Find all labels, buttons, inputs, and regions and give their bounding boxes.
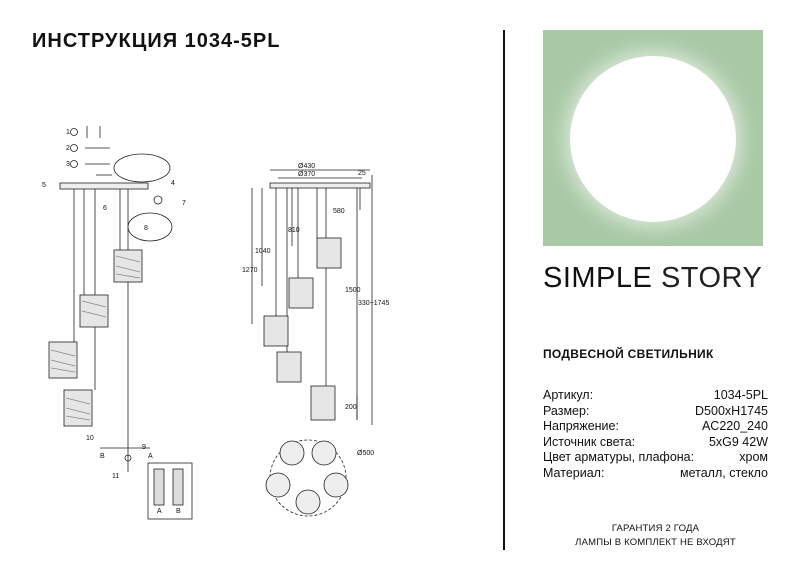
dim-1500: 1500 bbox=[345, 287, 361, 294]
step-marker-1 bbox=[70, 128, 78, 136]
spec-label: Материал: bbox=[543, 465, 605, 480]
dim-580: 580 bbox=[333, 208, 345, 215]
dimension-figure bbox=[251, 169, 373, 517]
step-label-5: 5 bbox=[42, 182, 46, 189]
spec-label: Напряжение: bbox=[543, 419, 619, 433]
step-label-8: 8 bbox=[144, 225, 148, 232]
warranty-note: ГАРАНТИЯ 2 ГОДА bbox=[611, 523, 700, 534]
dim-d500: Ø500 bbox=[357, 450, 374, 457]
step-label-11: 11 bbox=[112, 473, 119, 480]
spec-label: Артикул: bbox=[543, 388, 594, 402]
step-marker-3 bbox=[70, 160, 78, 168]
spec-value: хром bbox=[739, 450, 768, 464]
step-label-4: 4 bbox=[171, 180, 175, 187]
footer-notes: ГАРАНТИЯ 2 ГОДА ЛАМПЫ В КОМПЛЕКТ НЕ ВХОД… bbox=[543, 522, 768, 550]
wire-label-a-top: A bbox=[148, 453, 153, 460]
spec-list: Артикул: 1034-5PL Размер: D500хH1745 Нап… bbox=[543, 388, 768, 481]
step-label-6: 6 bbox=[103, 205, 107, 212]
dim-810: 810 bbox=[288, 227, 300, 234]
dim-1040: 1040 bbox=[255, 248, 271, 255]
moon-graphic bbox=[570, 56, 736, 222]
dim-200: 200 bbox=[345, 404, 357, 411]
spec-row: Источник света: 5xG9 42W bbox=[543, 435, 768, 451]
spec-value: AC220_240 bbox=[701, 419, 768, 433]
page-title: ИНСТРУКЦИЯ 1034-5PL bbox=[32, 30, 281, 52]
spec-label: Размер: bbox=[543, 403, 590, 418]
assembly-figure bbox=[48, 126, 193, 520]
spec-row: Артикул: 1034-5PL bbox=[543, 388, 768, 404]
brand-part-2: STORY bbox=[660, 262, 763, 294]
spec-value: D500хH1745 bbox=[695, 403, 768, 418]
step-label-7: 7 bbox=[182, 200, 186, 207]
dim-d430: Ø430 bbox=[298, 163, 315, 170]
brand-logo: SIMPLE STORY bbox=[543, 262, 762, 295]
brand-part-1: SIMPLE bbox=[543, 262, 653, 294]
dim-25: 25 bbox=[358, 170, 366, 177]
spec-row: Размер: D500хH1745 bbox=[543, 404, 768, 420]
spec-label: Цвет арматуры, плафона: bbox=[543, 450, 695, 464]
spec-row: Напряжение: AC220_240 bbox=[543, 419, 768, 435]
spec-row: Цвет арматуры, плафона: хром bbox=[543, 450, 768, 466]
dim-1270: 1270 bbox=[242, 267, 258, 274]
technical-drawing: 1 2 3 4 5 6 7 8 9 10 11 B A A B Ø430 Ø37… bbox=[42, 126, 389, 520]
spec-value: металл, стекло bbox=[680, 465, 768, 480]
step-label-2: 2 bbox=[66, 145, 70, 152]
step-label-9: 9 bbox=[142, 444, 146, 451]
dim-330-1745: 330~1745 bbox=[358, 300, 389, 307]
brand-image bbox=[543, 30, 763, 246]
step-label-3: 3 bbox=[66, 161, 70, 168]
spec-label: Источник света: bbox=[543, 434, 636, 449]
wire-label-b-top: B bbox=[100, 453, 105, 460]
step-label-1: 1 bbox=[66, 129, 70, 136]
wire-label-b-box: B bbox=[176, 508, 181, 515]
vertical-divider bbox=[503, 30, 505, 550]
spec-row: Материал: металл, стекло bbox=[543, 466, 768, 482]
product-type: ПОДВЕСНОЙ СВЕТИЛЬНИК bbox=[543, 347, 714, 361]
spec-value: 1034-5PL bbox=[713, 388, 768, 402]
step-marker-2 bbox=[70, 144, 78, 152]
dim-d370: Ø370 bbox=[298, 171, 315, 178]
wire-label-a-box: A bbox=[157, 508, 162, 515]
spec-value: 5xG9 42W bbox=[708, 434, 768, 449]
bulbs-note: ЛАМПЫ В КОМПЛЕКТ НЕ ВХОДЯТ bbox=[575, 537, 736, 548]
step-label-10: 10 bbox=[86, 435, 94, 442]
